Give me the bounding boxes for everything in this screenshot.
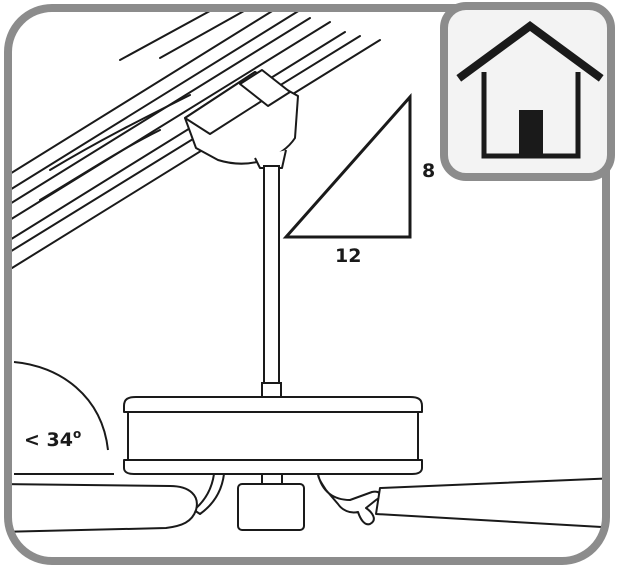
angle-label: < 34o xyxy=(24,427,81,451)
ceiling-canopy xyxy=(184,69,299,169)
sloped-ceiling-beam xyxy=(8,8,381,269)
home-badge xyxy=(440,2,615,181)
fan-light-kit-cap xyxy=(261,473,283,485)
run-label: 12 xyxy=(335,245,361,267)
fan-blade-left xyxy=(8,483,198,533)
diagram-frame xyxy=(4,4,610,565)
angle-value: < 34 xyxy=(24,429,73,451)
angle-unit: o xyxy=(73,427,81,441)
fan-motor-housing xyxy=(123,396,423,475)
fan-light-kit xyxy=(237,483,305,531)
fan-downrod xyxy=(263,165,280,385)
downrod-coupler xyxy=(261,382,282,398)
angle-arc xyxy=(13,361,109,451)
fan-blade-right xyxy=(375,477,606,529)
home-icon xyxy=(456,21,604,159)
rise-label: 8 xyxy=(422,160,435,182)
fan-blade-irons xyxy=(193,473,382,526)
pitch-triangle xyxy=(282,93,412,239)
